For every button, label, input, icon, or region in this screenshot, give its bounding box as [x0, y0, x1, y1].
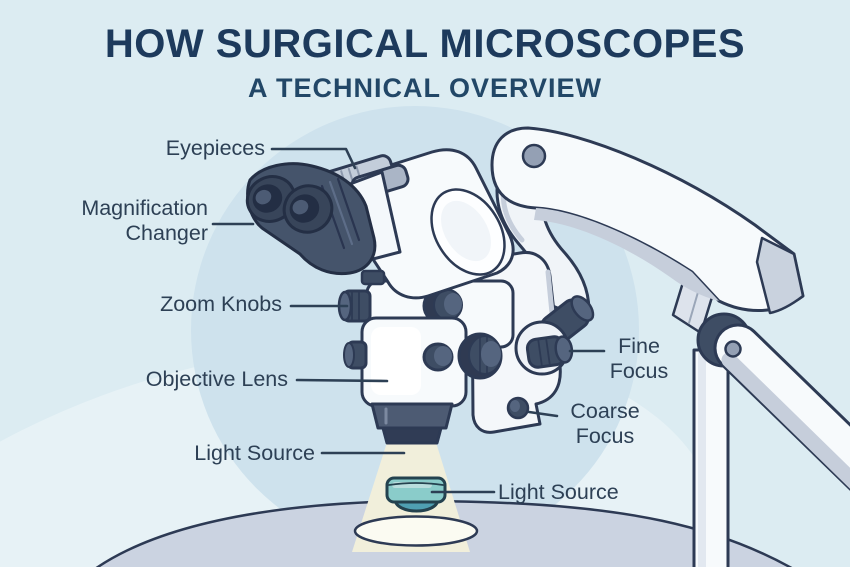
page-title: HOW SURGICAL MICROSCOPES	[104, 22, 746, 66]
label-coarse-focus: Coarse Focus	[570, 399, 640, 448]
lamp-illustration	[385, 476, 447, 513]
page-subtitle: A TECHNICAL OVERVIEW	[247, 73, 603, 103]
focus-knuckle	[514, 295, 595, 376]
label-light-source-left: Light Source	[194, 441, 315, 465]
leader-lines	[211, 147, 606, 494]
front-focus-knob	[457, 332, 503, 380]
light-spot	[353, 515, 479, 547]
side-knob-lower	[343, 340, 368, 370]
leader-eyepieces	[270, 147, 357, 170]
overhead-arm	[490, 126, 805, 315]
carriage-clamp	[360, 269, 386, 286]
objective-lens-illustration	[370, 402, 454, 445]
label-eyepieces: Eyepieces	[165, 136, 265, 160]
label-light-source-right: Light Source	[498, 480, 619, 504]
label-magnification-changer: Magnification Changer	[81, 196, 208, 245]
front-knob-small	[422, 342, 454, 372]
label-objective-lens: Objective Lens	[145, 367, 288, 391]
fine-focus-knob	[525, 335, 574, 369]
leader-objective-lens	[295, 378, 389, 383]
label-fine-focus: Fine Focus	[609, 334, 669, 383]
leader-coarse-focus	[527, 410, 559, 418]
diagonal-support-arm	[713, 323, 850, 491]
eyepieces-illustration	[245, 162, 377, 276]
microscope-lower-body	[343, 316, 503, 445]
label-zoom-knobs: Zoom Knobs	[160, 292, 282, 316]
stand-pole	[692, 348, 730, 567]
